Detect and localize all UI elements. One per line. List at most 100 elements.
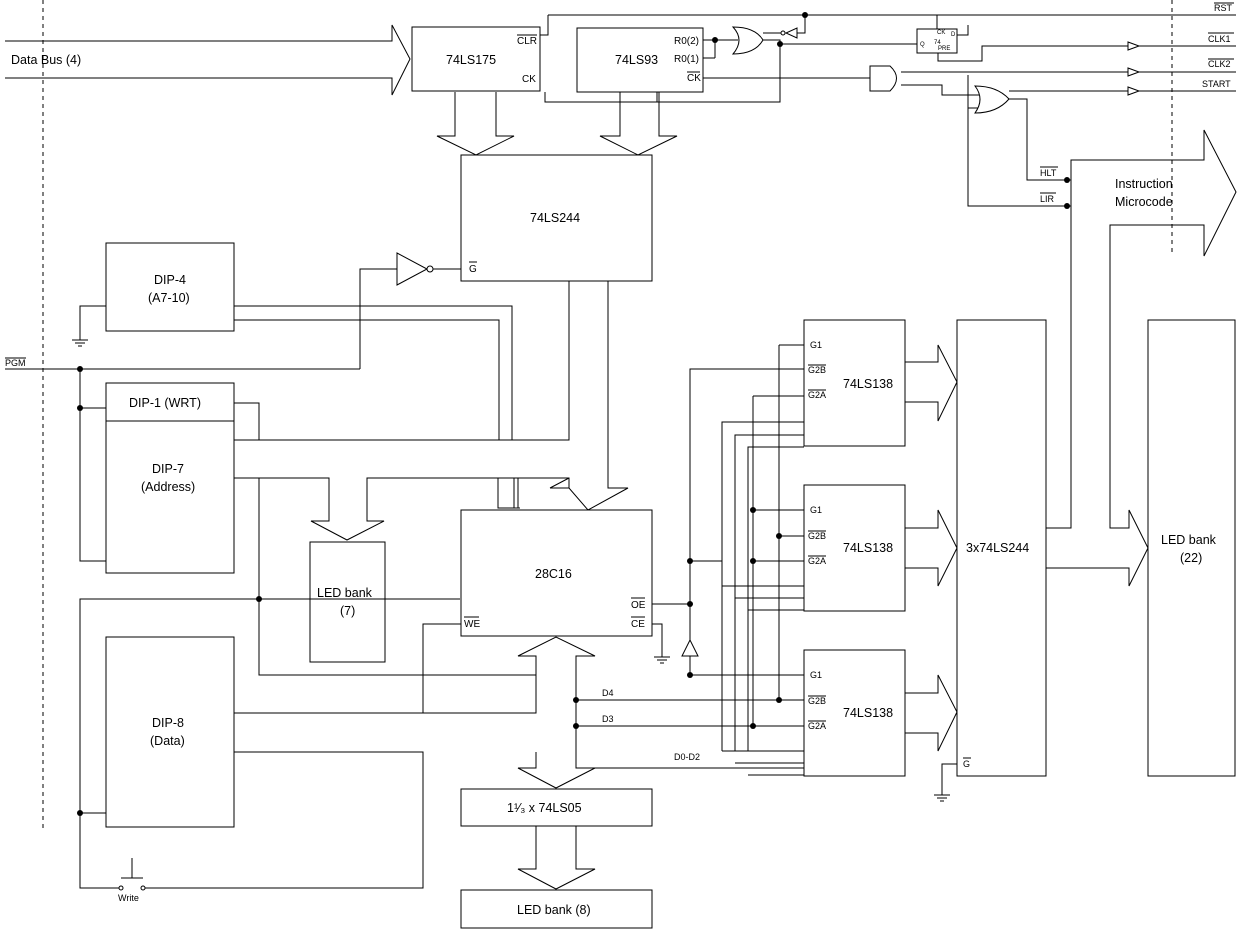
pin-g2b-b: G2B: [808, 531, 826, 541]
pin-g1-b: G1: [810, 505, 822, 515]
start-label: START: [1202, 79, 1231, 89]
dip4-switch: DIP-4 (A7-10): [105, 242, 235, 332]
led-bank-7-count: (7): [340, 604, 355, 618]
chip-74ls138-c: 74LS138 G1 G2B G2A: [803, 649, 906, 777]
d4-label: D4: [602, 688, 614, 698]
pin-g1-c: G1: [810, 670, 822, 680]
ff-ck-label: CK: [937, 30, 945, 36]
led-bank-7-label: LED bank: [317, 586, 373, 600]
led-bank-8: LED bank (8): [460, 889, 653, 929]
pin-g1-a: G1: [810, 340, 822, 350]
microcode-sublabel: Microcode: [1115, 195, 1173, 209]
clk2-label: CLK2: [1208, 59, 1231, 69]
pin-ck-93: CK: [687, 73, 701, 84]
wire-dip4-a: [234, 305, 513, 440]
rst-label: RST: [1214, 3, 1233, 13]
ground-symbol: [72, 305, 106, 347]
bus-arrow-to-7405: [517, 750, 596, 789]
dip1-dip7-switch: DIP-1 (WRT) DIP-7 (Address): [105, 382, 260, 574]
hlt-label: HLT: [1040, 168, 1057, 178]
or-gate-reset: [731, 26, 764, 55]
chip-3x74ls244: 3x74LS244 G: [956, 319, 1047, 777]
dip8-sublabel: (Data): [150, 734, 185, 748]
chip-74ls05-label: 1¹⁄₃ x 74LS05: [507, 801, 582, 815]
flip-flop-74: [916, 28, 958, 54]
chip-74ls93: 74LS93 R0(2) R0(1) CK: [576, 27, 704, 93]
ground-symbol-3x244: [934, 763, 957, 802]
pin-oe: OE: [631, 600, 646, 611]
pin-g-244: G: [469, 264, 477, 275]
dip8-switch: DIP-8 (Data): [77, 636, 424, 889]
bus-arrow-244-to-28c16: [550, 281, 629, 511]
d3-label: D3: [602, 714, 614, 724]
chip-3x74ls244-label: 3x74LS244: [966, 541, 1029, 555]
chip-74ls138-a-label: 74LS138: [843, 377, 893, 391]
clk1-label: CLK1: [1208, 34, 1231, 44]
wire-addr-top: [367, 477, 570, 488]
control-signals: RST CK D 74 Q PRE CLK1: [540, 2, 1236, 114]
pin-we: WE: [464, 619, 480, 630]
bus-arrow-93-to-244: [599, 92, 678, 156]
pin-g2b-a: G2B: [808, 365, 826, 375]
microcode-bus-arrow: [1046, 129, 1237, 587]
bus-arrow-7405-to-led8: [517, 826, 596, 890]
dip8-label: DIP-8: [152, 716, 184, 730]
ground-symbol-ce: [652, 623, 670, 664]
bus-arrow-175-to-244: [436, 92, 515, 156]
pgm-label: PGM: [5, 358, 26, 368]
chip-74ls244: 74LS244 G: [460, 154, 653, 282]
ff-pre-label: PRE: [938, 46, 950, 52]
bus-arrow-138c: [905, 674, 958, 752]
chip-74ls138-a: 74LS138 G1 G2B G2A: [803, 319, 906, 447]
dip7-label: DIP-7: [152, 462, 184, 476]
wire-data-left: [234, 675, 537, 714]
pin-clr: CLR: [517, 36, 537, 47]
pin-ce: CE: [631, 619, 645, 630]
led-bank-22-label: LED bank: [1161, 533, 1217, 547]
inverter-gate: [359, 252, 461, 369]
pin-r02: R0(2): [674, 36, 699, 47]
pin-g-3x244: G: [963, 759, 970, 769]
bus-arrow-data: [517, 636, 596, 750]
pin-g2a-c: G2A: [808, 721, 826, 731]
pin-g2a-b: G2A: [808, 556, 826, 566]
bus-arrow-addr-to-28c16: [497, 478, 519, 509]
pin-g2a-a: G2A: [808, 390, 826, 400]
pin-g2b-c: G2B: [808, 696, 826, 706]
microcode-label: Instruction: [1115, 177, 1173, 191]
dip4-label: DIP-4: [154, 273, 186, 287]
pin-r01: R0(1): [674, 54, 699, 65]
chip-74ls93-label: 74LS93: [615, 53, 658, 67]
led-bank-22: LED bank (22): [1147, 319, 1236, 777]
pgm-signal: PGM: [5, 357, 360, 562]
hlt-lir-signals: HLT LIR: [967, 75, 1071, 209]
chip-74ls138-c-label: 74LS138: [843, 706, 893, 720]
led-bank-22-count: (22): [1180, 551, 1202, 565]
write-pushbutton: Write: [118, 858, 146, 903]
data-bus-label: Data Bus (4): [11, 53, 81, 67]
chip-74ls138-b: 74LS138 G1 G2B G2A: [803, 484, 906, 612]
wire-dip1-to-244: [234, 281, 570, 441]
write-label: Write: [118, 893, 139, 903]
and-gate: [869, 65, 897, 92]
led-bank-7: LED bank (7): [309, 541, 386, 663]
dip7-sublabel: (Address): [141, 480, 195, 494]
wire-oe: [652, 603, 691, 640]
led-bank-8-label: LED bank (8): [517, 903, 591, 917]
wire-oe-to-g2b: [689, 368, 804, 604]
wire-addr-join: [549, 477, 570, 489]
chip-28c16: 28C16 OE CE WE: [460, 509, 653, 637]
chip-28c16-label: 28C16: [535, 567, 572, 581]
wire-dip4-b: [234, 319, 500, 440]
ff-74-label: 74: [934, 40, 941, 46]
wire-data-bus-left: [79, 598, 460, 813]
d0-d2-label: D0-D2: [674, 752, 700, 762]
bus-arrow-138a: [905, 344, 958, 422]
chip-74ls175: 74LS175 CLR CK: [411, 26, 541, 92]
data-bus-arrow: Data Bus (4): [5, 24, 411, 96]
pin-ck-175: CK: [522, 74, 536, 85]
chip-74ls138-b-label: 74LS138: [843, 541, 893, 555]
dip4-sublabel: (A7-10): [148, 291, 190, 305]
chip-74ls244-label: 74LS244: [530, 211, 580, 225]
